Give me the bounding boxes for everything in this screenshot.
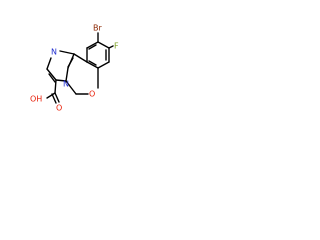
imidazole-nitrogen-label: N <box>51 48 57 57</box>
structure-canvas: Br F N N O OH O <box>0 0 152 152</box>
bond <box>65 67 69 82</box>
bond <box>59 50 75 55</box>
ring-nitrogen-label: N <box>63 80 69 89</box>
bond <box>46 68 57 81</box>
imidazole-ring <box>46 50 75 83</box>
ether-oxygen-label: O <box>89 90 95 99</box>
bond-to-hydroxyl <box>46 92 56 99</box>
benzene-ring <box>86 41 110 69</box>
bond-to-fluorine <box>108 45 114 49</box>
bond <box>54 79 57 94</box>
carbonyl-oxygen-label: O <box>56 104 62 113</box>
oxazepine-ring <box>65 53 99 95</box>
carbonyl-bond <box>54 92 60 103</box>
bond <box>97 41 110 49</box>
hydroxyl-label: OH <box>30 95 42 104</box>
bromine-label: Br <box>93 24 102 33</box>
double-bond-inner <box>88 44 97 50</box>
bond <box>86 61 99 69</box>
carboxylic-acid-group <box>46 79 60 104</box>
bond <box>65 80 77 95</box>
carbonyl-bond <box>51 93 57 104</box>
fluorine-label: F <box>114 42 119 51</box>
double-bond-inner <box>88 60 97 66</box>
molecule-structure: Br F N N O OH O <box>30 24 119 113</box>
double-bond-inner <box>67 57 74 68</box>
bond <box>46 57 52 70</box>
bond <box>86 41 99 49</box>
bond <box>73 53 88 63</box>
double-bond-inner <box>48 73 56 83</box>
bond <box>97 61 110 69</box>
bond <box>55 79 67 82</box>
